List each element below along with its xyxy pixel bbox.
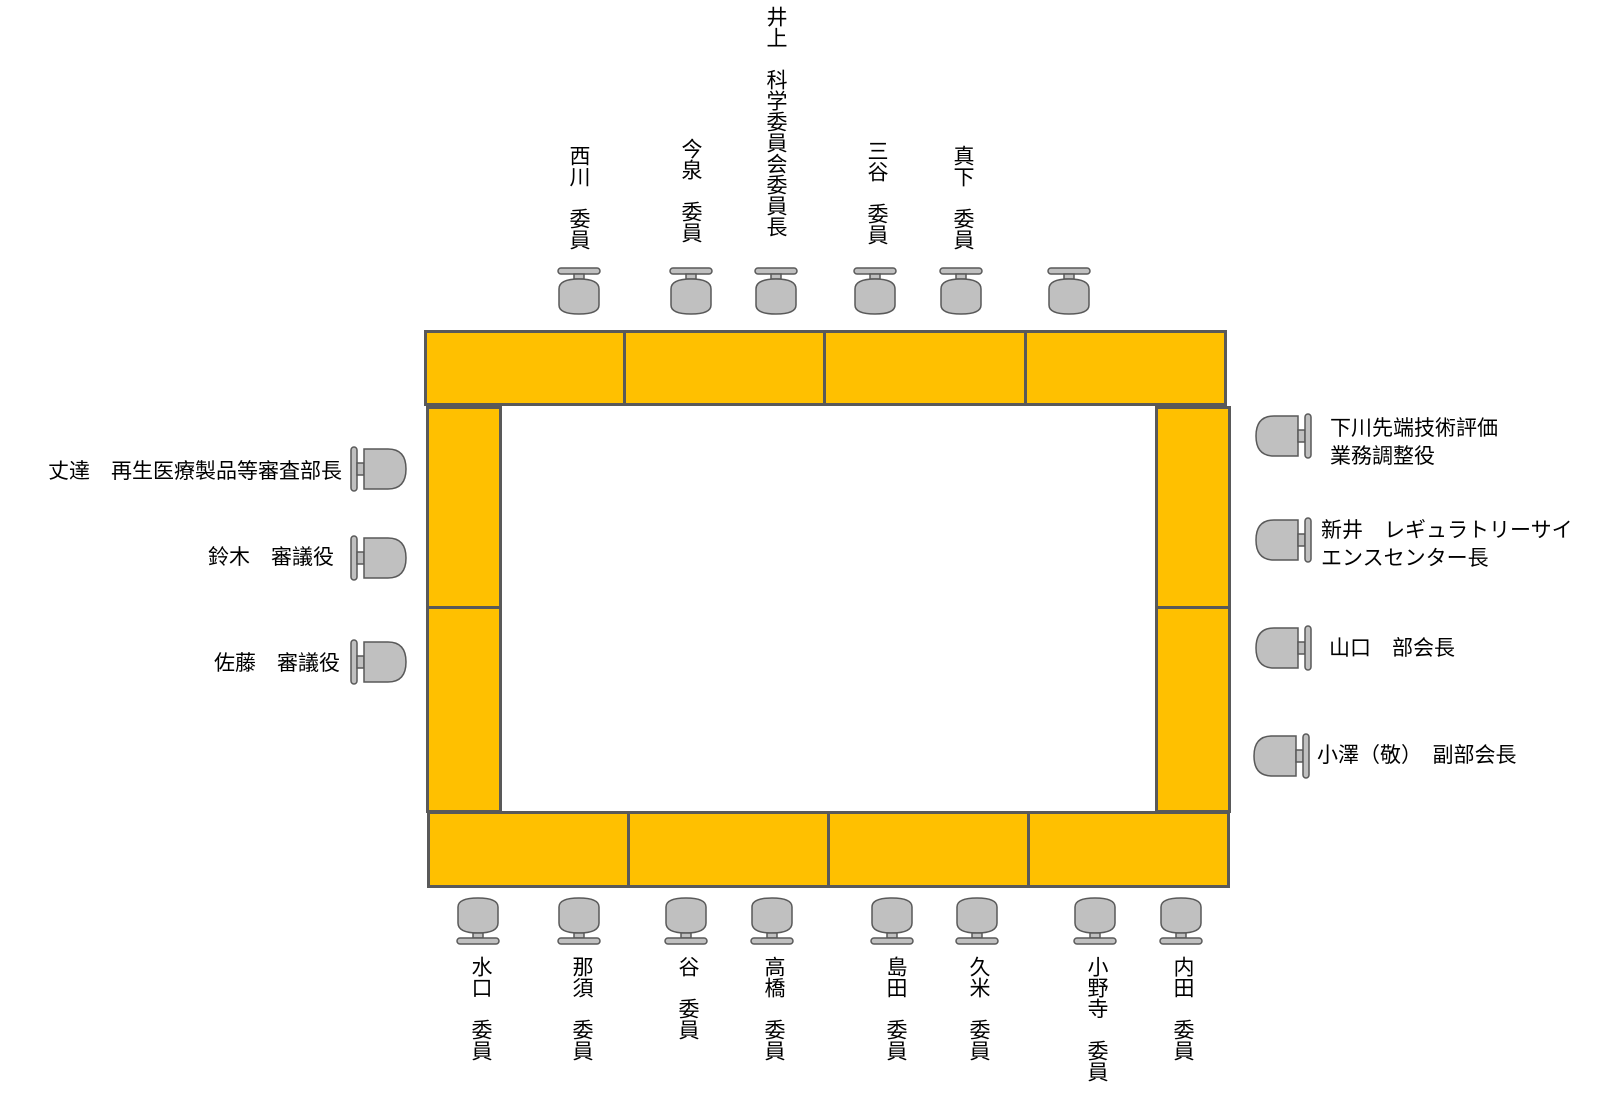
chair-icon bbox=[853, 267, 897, 315]
chair-icon bbox=[939, 267, 983, 315]
table-segment-right-2 bbox=[1155, 606, 1231, 813]
seat-label-right-ozawa: 小澤（敬） 副部会長 bbox=[1317, 742, 1517, 770]
seat-label-right-shimokawa: 下川先端技術評価 業務調整役 bbox=[1330, 415, 1498, 471]
seat-label-right-arai: 新井 レギュラトリーサイ エンスセンター長 bbox=[1321, 517, 1573, 573]
seat-label-line2: エンスセンター長 bbox=[1321, 547, 1489, 570]
chair-icon bbox=[1253, 733, 1310, 779]
seat-label-bottom-onodera: 小野寺 委員 bbox=[1085, 956, 1108, 1082]
seat-label-bottom-mizuguchi: 水口 委員 bbox=[469, 956, 492, 1061]
seat-label-left-suzuki: 鈴木 審議役 bbox=[208, 546, 334, 569]
chair-icon bbox=[669, 267, 713, 315]
chair-icon bbox=[955, 897, 999, 945]
table-segment-bottom-1 bbox=[427, 811, 630, 888]
seat-label-top-mitani: 三谷 委員 bbox=[865, 140, 888, 245]
seat-label-bottom-uchida: 内田 委員 bbox=[1171, 956, 1194, 1061]
seat-label-bottom-shimada: 島田 委員 bbox=[884, 956, 907, 1061]
seat-label-bottom-kume: 久米 委員 bbox=[967, 956, 990, 1061]
chair-icon bbox=[557, 897, 601, 945]
chair-icon bbox=[350, 446, 407, 492]
chair-icon bbox=[1255, 413, 1312, 459]
seat-label-bottom-tani: 谷 委員 bbox=[676, 956, 699, 1040]
chair-icon bbox=[350, 535, 407, 581]
seat-label-line1: 小澤（敬） 副部会長 bbox=[1317, 744, 1517, 767]
seat-label-bottom-nasu: 那須 委員 bbox=[570, 956, 593, 1061]
table-segment-bottom-3 bbox=[827, 811, 1030, 888]
table-segment-left-2 bbox=[426, 606, 502, 813]
chair-icon bbox=[750, 897, 794, 945]
table-segment-bottom-2 bbox=[627, 811, 830, 888]
seat-label-top-imaizumi: 今泉 委員 bbox=[679, 138, 702, 243]
chair-icon bbox=[350, 639, 407, 685]
seat-label-line1: 下川先端技術評価 bbox=[1330, 417, 1498, 440]
chair-icon bbox=[1047, 267, 1091, 315]
seat-label-top-nishikawa: 西川 委員 bbox=[567, 145, 590, 250]
seat-label-line1: 山口 部会長 bbox=[1329, 637, 1455, 660]
chair-icon bbox=[754, 267, 798, 315]
chair-icon bbox=[1255, 625, 1312, 671]
seat-label-line2: 業務調整役 bbox=[1330, 445, 1435, 468]
chair-icon bbox=[557, 267, 601, 315]
seat-label-bottom-takahashi: 高橋 委員 bbox=[762, 956, 785, 1061]
seat-label-right-yamaguchi: 山口 部会長 bbox=[1329, 635, 1455, 663]
chair-icon bbox=[664, 897, 708, 945]
table-segment-bottom-4 bbox=[1027, 811, 1230, 888]
table-segment-top-4 bbox=[1024, 330, 1227, 406]
table-segment-left-1 bbox=[426, 406, 502, 609]
seat-label-left-sato: 佐藤 審議役 bbox=[214, 652, 340, 675]
chair-icon bbox=[1159, 897, 1203, 945]
table-segment-right-1 bbox=[1155, 406, 1231, 609]
chair-icon bbox=[1073, 897, 1117, 945]
seat-label-top-mashimo: 真下 委員 bbox=[951, 145, 974, 250]
table-segment-top-1 bbox=[424, 330, 626, 406]
seat-label-left-jodate: 丈達 再生医療製品等審査部長 bbox=[48, 460, 342, 483]
seat-label-top-inoue: 井上 科学委員会委員長 bbox=[764, 6, 787, 237]
chair-icon bbox=[870, 897, 914, 945]
table-segment-top-3 bbox=[823, 330, 1027, 406]
chair-icon bbox=[1255, 517, 1312, 563]
seat-label-line1: 新井 レギュラトリーサイ bbox=[1321, 519, 1573, 542]
chair-icon bbox=[456, 897, 500, 945]
table-segment-top-2 bbox=[623, 330, 826, 406]
